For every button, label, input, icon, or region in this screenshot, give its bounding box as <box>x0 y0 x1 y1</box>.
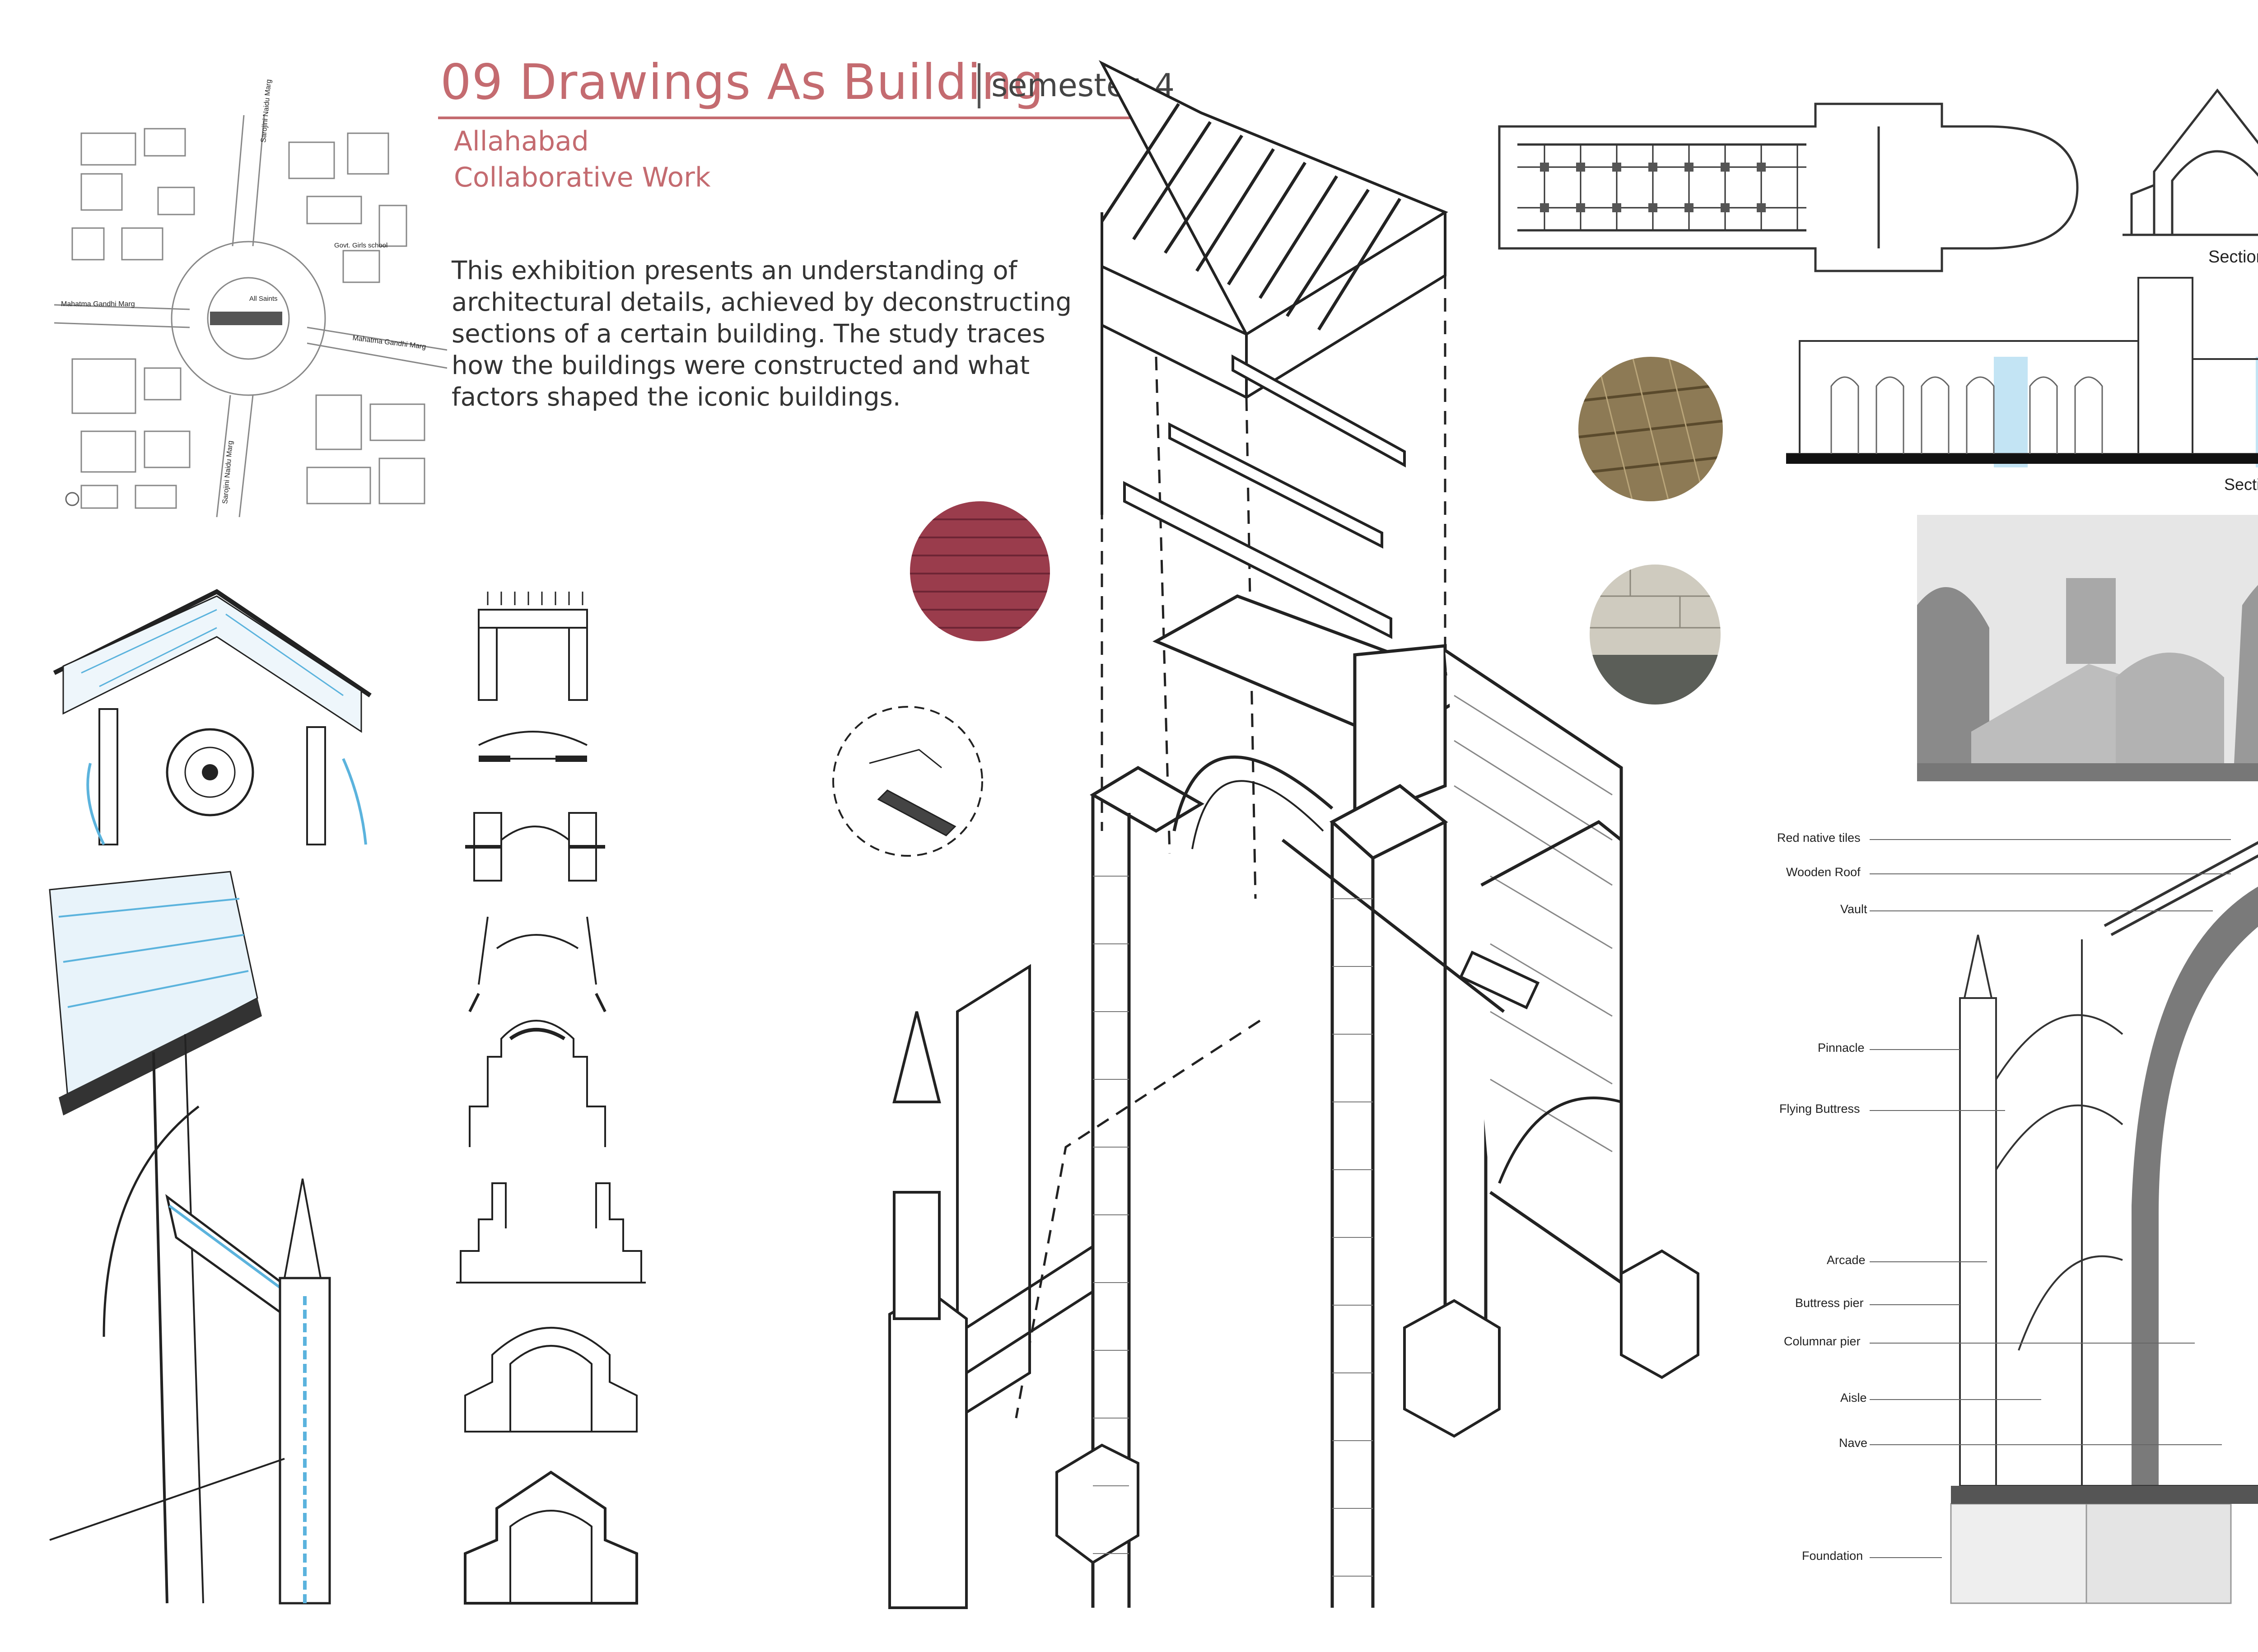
arch-force-drawing <box>456 592 646 1605</box>
label-pinnacle: Pinnacle <box>1818 1041 1865 1055</box>
label-wooden-roof: Wooden Roof <box>1786 865 1861 879</box>
joint-detail-drawing <box>832 706 983 857</box>
location-label: Allahabad <box>454 126 589 157</box>
brick-texture <box>910 501 1050 641</box>
site-map: Sarojini Naidu Marg Sarojini Naidu Marg … <box>54 79 448 518</box>
leader-buttress-pier <box>1870 1304 1960 1305</box>
label-vault: Vault <box>1840 902 1867 916</box>
label-buttress-pier: Buttress pier <box>1795 1296 1864 1310</box>
leader-vault <box>1870 910 2213 911</box>
cathedral-photo <box>1917 515 2258 781</box>
label-red-native-tiles: Red native tiles <box>1777 831 1861 845</box>
wood-texture <box>1578 357 1723 501</box>
section-aa-caption: Section AA' <box>2224 475 2258 494</box>
label-nave: Nave <box>1839 1436 1868 1450</box>
label-foundation: Foundation <box>1802 1549 1863 1563</box>
arch-force-diagrams <box>452 587 655 1612</box>
label-columnar-pier: Columnar pier <box>1784 1335 1861 1348</box>
cathedral-photo-image <box>1917 515 2258 781</box>
stone-texture <box>1590 565 1721 705</box>
exploded-axonometric-drawing <box>888 60 1699 1609</box>
page-title: 09 Drawings As Building <box>440 54 1045 111</box>
leader-flying-buttress <box>1870 1110 2005 1111</box>
floor-plan-drawing <box>1498 103 2079 272</box>
brick-texture-swatch <box>910 501 1050 641</box>
leader-arcade <box>1870 1261 1987 1262</box>
subtitle-label: Collaborative Work <box>454 162 711 193</box>
leader-foundation <box>1870 1557 1942 1558</box>
leader-columnar-pier <box>1870 1343 2195 1344</box>
roof-drainage-drawing <box>53 589 372 845</box>
intro-text: This exhibition presents an understandin… <box>452 256 1072 412</box>
floor-plan <box>1490 103 2082 272</box>
site-map-drawing <box>54 115 448 518</box>
section-aa-drawing <box>1786 277 2258 467</box>
road-label-left: Mahatma Gandhi Marg <box>61 300 135 308</box>
leader-red-native-tiles <box>1870 839 2231 840</box>
section-bb-caption: Section BB' <box>2208 247 2258 266</box>
leader-pinnacle <box>1870 1049 1960 1050</box>
labelled-section-drawing <box>1950 841 2258 1604</box>
label-flying-buttress: Flying Buttress <box>1779 1102 1860 1115</box>
leader-wooden-roof <box>1870 873 2231 874</box>
section-aa-drawing-box <box>1786 269 2258 472</box>
gutter-sketch <box>49 863 384 1605</box>
stone-texture-swatch <box>1590 565 1721 705</box>
school-label: Govt. Girls school <box>334 242 388 249</box>
roof-drainage-sketch <box>53 583 372 845</box>
section-bb-drawing-box <box>2123 88 2258 239</box>
leader-nave <box>1870 1444 2222 1445</box>
exploded-axonometric <box>704 60 1699 1609</box>
gutter-drawing <box>49 871 331 1605</box>
label-arcade: Arcade <box>1827 1253 1866 1267</box>
title-divider <box>978 63 980 108</box>
section-bb-drawing <box>2123 88 2258 236</box>
labelled-section <box>1870 808 2258 1604</box>
label-aisle: Aisle <box>1840 1391 1867 1405</box>
joint-detail-callout <box>829 705 987 858</box>
church-label: All Saints <box>249 295 278 303</box>
wood-texture-swatch <box>1578 357 1723 501</box>
title-underline <box>438 117 1188 119</box>
leader-aisle <box>1870 1399 2041 1400</box>
